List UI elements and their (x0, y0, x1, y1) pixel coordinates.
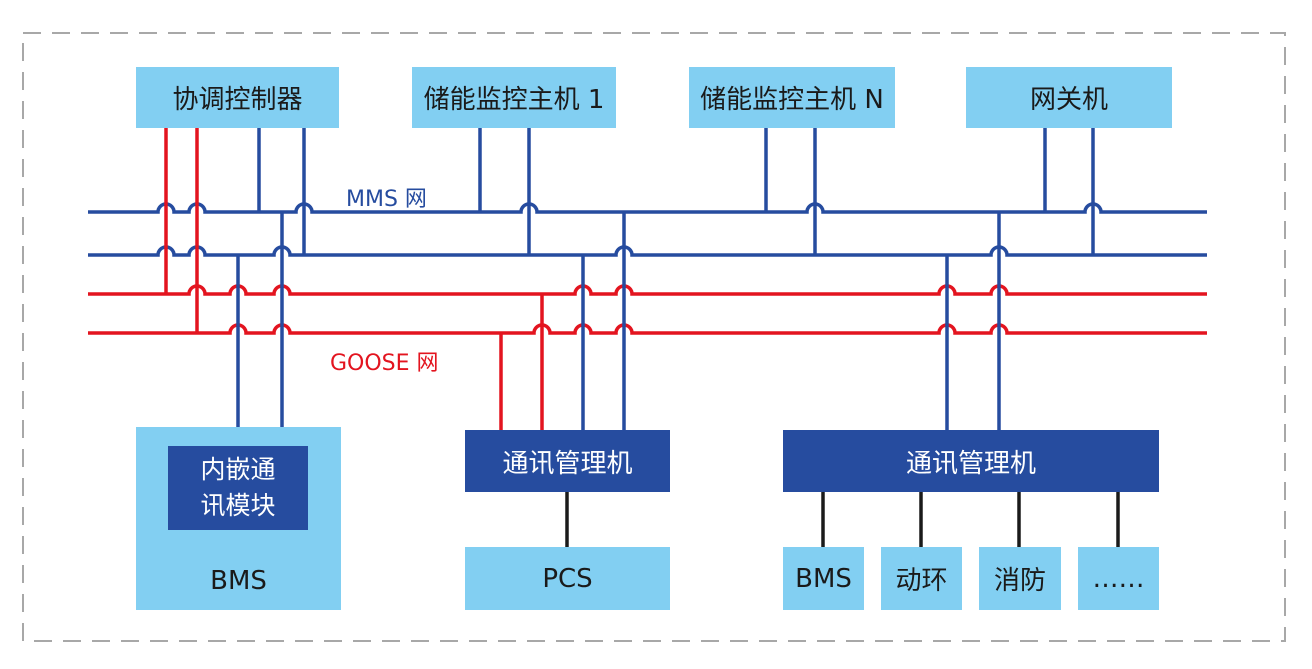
goose-network-label: GOOSE 网 (330, 351, 439, 376)
mms-bus-b (88, 245, 1207, 257)
monitor-1-box: 储能监控主机 1 (412, 67, 616, 128)
gateway-label: 网关机 (1029, 85, 1108, 115)
device-bms: BMS (783, 547, 864, 610)
device-bms-label: BMS (795, 563, 852, 594)
mms-bus-a (88, 202, 1207, 214)
device-fire-label: 消防 (993, 566, 1046, 596)
pcs-box: PCS (465, 547, 670, 610)
pcs-label: PCS (542, 563, 593, 594)
gateway-box: 网关机 (966, 67, 1172, 128)
device-more: …… (1078, 547, 1159, 610)
coordinator-box: 协调控制器 (136, 67, 339, 128)
embedded-comm-module-label: 内嵌通 讯模块 (200, 455, 276, 520)
embedded-comm-module: 内嵌通 讯模块 (168, 446, 308, 530)
device-environment-label: 动环 (895, 566, 948, 596)
comm-manager-mid: 通讯管理机 (465, 430, 670, 492)
mms-network-label: MMS 网 (346, 187, 427, 212)
monitor-n-label: 储能监控主机 N (700, 85, 884, 115)
comm-manager-right: 通讯管理机 (783, 430, 1159, 492)
device-environment: 动环 (881, 547, 962, 610)
coordinator-label: 协调控制器 (172, 85, 303, 115)
bms-left-label: BMS (210, 566, 267, 596)
goose-bus-a (88, 284, 1207, 296)
dashed-border (22, 32, 1286, 642)
device-fire: 消防 (979, 547, 1061, 610)
monitor-1-label: 储能监控主机 1 (423, 85, 605, 115)
goose-bus-b (88, 323, 1207, 335)
monitor-n-box: 储能监控主机 N (689, 67, 895, 128)
device-more-label: …… (1092, 563, 1145, 594)
comm-manager-mid-label: 通讯管理机 (502, 448, 633, 479)
comm-manager-right-label: 通讯管理机 (905, 448, 1036, 479)
